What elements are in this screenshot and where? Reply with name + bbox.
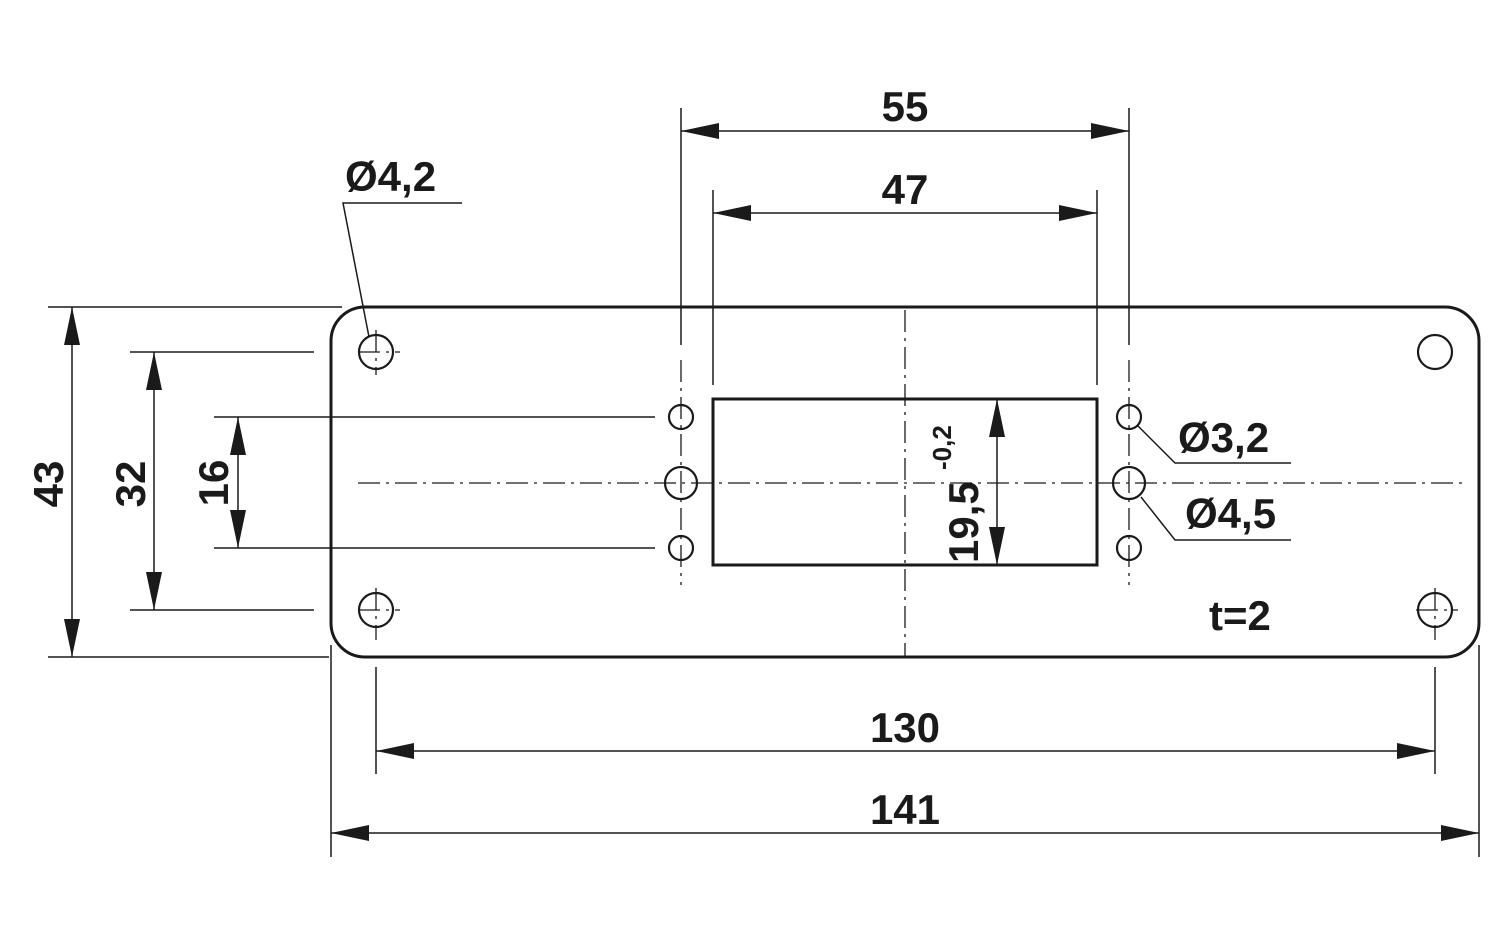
center-lines xyxy=(358,310,1462,657)
dim-hole-spacing-width: 130 xyxy=(870,704,940,751)
dim-pin-spacing-height: 16 xyxy=(190,460,237,507)
dim-cutout-height-tolerance: -0,2 xyxy=(927,425,957,470)
pin-hole-left-top xyxy=(667,403,695,431)
mounting-hole-top-right xyxy=(1416,333,1454,371)
dim-overall-width: 141 xyxy=(870,786,940,833)
mounting-hole-top-left xyxy=(357,333,395,371)
callout-mounting-hole-diameter: Ø4,2 xyxy=(345,153,436,200)
dim-cutout-width: 47 xyxy=(882,166,929,213)
dim-cutout-height: 19,5 xyxy=(940,481,987,563)
pin-hole-left-bottom xyxy=(667,534,695,562)
callout-large-pin-diameter: Ø4,5 xyxy=(1185,490,1276,537)
dimension-lines xyxy=(64,123,1479,841)
callout-small-pin-diameter: Ø3,2 xyxy=(1178,414,1269,461)
pin-hole-right-middle xyxy=(1111,465,1147,501)
pin-hole-right-top xyxy=(1115,403,1143,431)
holes xyxy=(357,333,1454,629)
pin-hole-right-bottom xyxy=(1115,534,1143,562)
dim-outer-pin-spacing: 55 xyxy=(882,83,929,130)
plate-thickness-label: t=2 xyxy=(1209,592,1271,639)
mounting-hole-bottom-right xyxy=(1416,591,1454,629)
extension-lines xyxy=(48,108,1480,857)
leader-lines xyxy=(342,202,1291,541)
mounting-hole-bottom-left xyxy=(357,591,395,629)
dim-hole-spacing-height: 32 xyxy=(107,461,154,508)
dim-cutout-height-group: 19,5 -0,2 xyxy=(927,425,987,563)
pin-hole-left-middle xyxy=(663,465,699,501)
dim-overall-height: 43 xyxy=(25,461,72,508)
